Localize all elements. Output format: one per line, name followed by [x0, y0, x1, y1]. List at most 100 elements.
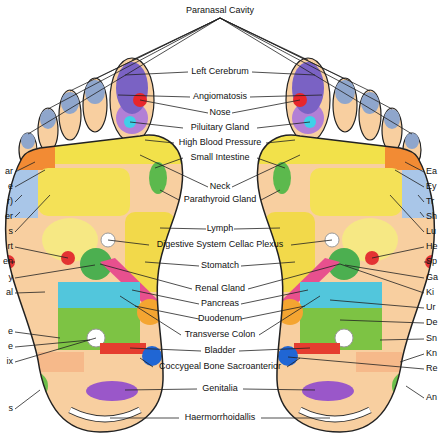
leader-line: [395, 170, 424, 187]
leader-lines: [10, 18, 430, 418]
organ-label: Small Intestine: [190, 152, 249, 163]
leader-line: [15, 292, 45, 293]
leader-line: [288, 357, 424, 369]
leader-line: [110, 418, 179, 419]
leader-line: [140, 100, 208, 113]
leader-line: [15, 195, 50, 232]
leader-line: [108, 240, 149, 245]
leader-line: [405, 162, 424, 172]
leader-line: [135, 306, 199, 319]
leader-line: [340, 320, 424, 323]
organ-label: Pancreas: [201, 298, 239, 309]
leader-line: [132, 290, 199, 304]
side-label: s: [9, 403, 14, 414]
leader-line: [155, 158, 183, 168]
leader-line: [259, 296, 320, 335]
leader-line: [15, 162, 35, 172]
organ-label: Lymph: [207, 223, 234, 234]
leader-line: [15, 212, 20, 217]
leader-line: [418, 195, 424, 202]
zone: [38, 168, 130, 216]
side-label: al: [6, 287, 13, 298]
organ-label: Coccygeal Bone Sacroanterior: [159, 361, 281, 372]
organ-label: Bladder: [204, 345, 235, 356]
leader-line: [130, 122, 183, 128]
side-label: e: [8, 181, 13, 192]
leader-line: [257, 122, 310, 128]
leader-line: [241, 290, 308, 304]
leader-line: [239, 348, 310, 351]
leader-line: [243, 389, 315, 390]
leader-line: [406, 386, 424, 398]
side-label: e: [8, 326, 13, 337]
zone: [38, 352, 84, 372]
side-label: Ga: [426, 272, 438, 283]
leader-line: [257, 158, 285, 168]
side-label: Re: [426, 363, 438, 374]
organ-label: Genitalia: [202, 383, 238, 394]
leader-line: [291, 240, 332, 245]
toe-zone: [61, 92, 79, 114]
leader-line: [266, 140, 295, 143]
leader-line: [145, 262, 199, 266]
organ-label: Renal Gland: [195, 283, 245, 294]
toe-zone: [116, 62, 148, 114]
leader-line: [160, 228, 206, 229]
leader-line: [70, 18, 220, 91]
side-label: Kn: [426, 348, 437, 359]
leader-line: [248, 264, 340, 289]
organ-label: Left Cerebrum: [191, 66, 249, 77]
leader-line: [132, 18, 220, 60]
organ-label: Duodenum: [198, 313, 242, 324]
side-label: An: [426, 392, 437, 403]
side-label: en: [3, 256, 13, 267]
leader-line: [125, 72, 188, 75]
toe: [83, 78, 107, 132]
zone-heading: Paranasal Cavity: [186, 5, 254, 16]
leader-line: [287, 358, 300, 367]
leader-line: [330, 300, 424, 308]
side-label: r): [7, 196, 13, 207]
leader-line: [28, 18, 220, 134]
side-label: Ur: [426, 302, 436, 313]
leader-line: [15, 338, 96, 362]
toe-zone: [21, 133, 35, 149]
leader-line: [234, 228, 280, 229]
side-label: er: [5, 211, 13, 222]
organ-label: High Blood Pressure: [179, 137, 262, 148]
organ-label: Stomatch: [201, 260, 239, 271]
side-label: Lu: [426, 226, 436, 237]
leader-line: [340, 264, 424, 293]
side-label: Sh: [426, 211, 437, 222]
organ-label: Angiomatosis: [193, 91, 247, 102]
leader-line: [241, 262, 295, 266]
leader-line: [118, 95, 190, 97]
toe: [38, 108, 58, 152]
leader-line: [390, 195, 424, 232]
leader-line: [15, 265, 95, 278]
side-label: e: [8, 341, 13, 352]
side-label: Ki: [426, 287, 434, 298]
leader-line: [15, 390, 40, 409]
leader-line: [250, 95, 322, 97]
leader-line: [130, 348, 201, 351]
side-label: ix: [7, 356, 14, 367]
leader-line: [261, 190, 280, 200]
leader-line: [220, 18, 308, 60]
organ-label: Piluitary Gland: [191, 122, 250, 133]
leader-line: [15, 195, 22, 202]
leader-line: [145, 140, 174, 143]
side-label: Sp: [426, 256, 437, 267]
leader-line: [15, 332, 60, 338]
side-label: y: [9, 272, 14, 283]
leader-line: [261, 418, 330, 419]
zone: [58, 282, 140, 310]
leader-line: [232, 100, 300, 113]
side-label: He: [426, 241, 438, 252]
side-label: Ey: [426, 181, 437, 192]
toe-zone: [85, 80, 105, 104]
leader-line: [220, 18, 370, 91]
leader-line: [120, 296, 181, 335]
